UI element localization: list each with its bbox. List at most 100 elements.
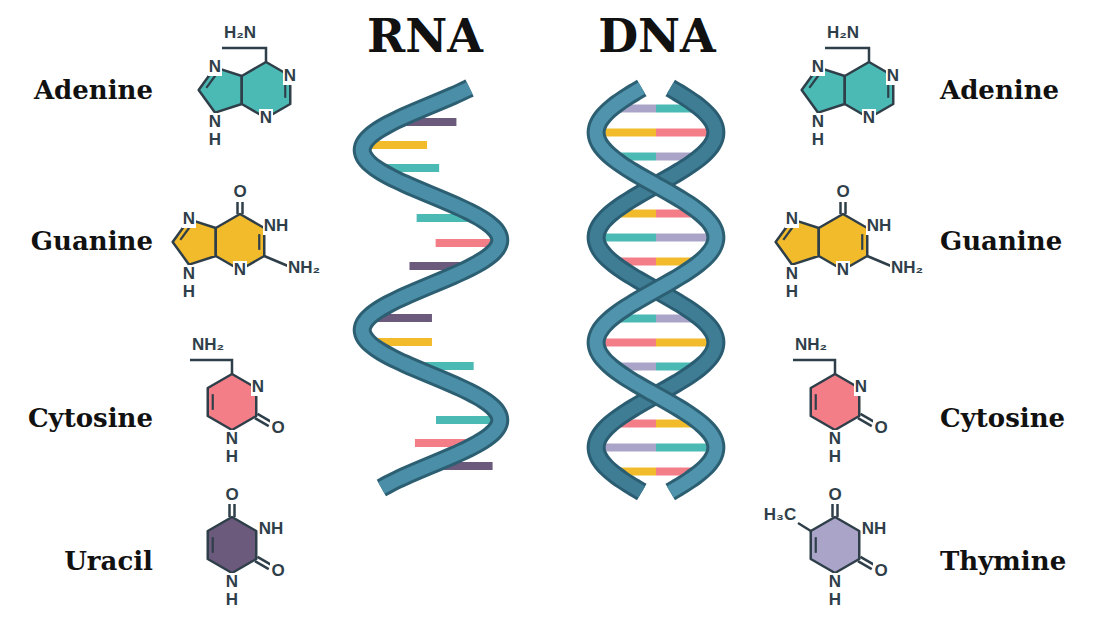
atom-label: N — [233, 261, 247, 280]
helix-title: DNA — [598, 11, 716, 62]
bond-line — [839, 202, 842, 214]
ring-six — [811, 517, 859, 573]
bond-line — [798, 523, 811, 531]
bond-line — [180, 227, 189, 240]
atom-label: O — [270, 562, 285, 581]
atom-label: NH — [826, 573, 845, 609]
bond-line — [228, 504, 231, 517]
base-molecule — [798, 504, 874, 573]
ring-six — [208, 517, 256, 573]
dna-strand — [596, 88, 716, 492]
dna-strand — [596, 88, 716, 492]
base-molecule — [208, 504, 272, 573]
bond-line — [861, 234, 863, 250]
base-rung — [656, 234, 710, 242]
bond-line — [236, 202, 239, 214]
atom-label: O — [835, 183, 850, 202]
atom-label: NH — [263, 217, 290, 236]
bond-line — [860, 557, 874, 565]
bond-line — [206, 75, 215, 88]
bond-line — [793, 360, 835, 374]
bond-line — [258, 234, 260, 250]
atom-label: NH — [866, 217, 893, 236]
atom-label: N — [836, 261, 850, 280]
bond-line — [844, 202, 847, 214]
base-molecule — [776, 202, 891, 270]
bond-line — [222, 48, 266, 62]
base-molecule — [199, 48, 291, 118]
atom-label: NH₂ — [191, 336, 225, 355]
base-name: Adenine — [940, 76, 1059, 105]
bond-line — [241, 202, 244, 214]
ring-six — [208, 374, 256, 430]
atom-label: NH — [206, 113, 225, 149]
atom-label: NH — [783, 265, 802, 301]
bond-line — [836, 504, 839, 517]
bond-line — [257, 557, 271, 565]
base-rung — [602, 129, 656, 137]
molecule-art — [173, 48, 894, 573]
dna-strand — [596, 88, 716, 492]
base-rung — [602, 234, 656, 242]
atom-label: O — [224, 486, 239, 505]
base-rung — [602, 339, 656, 347]
atom-label: NH — [809, 113, 828, 149]
atom-label: N — [862, 109, 876, 128]
rna-strand — [362, 88, 500, 488]
base-name: Thymine — [940, 547, 1066, 576]
atom-label: NH₂ — [287, 259, 321, 278]
base-name: Guanine — [940, 227, 1062, 256]
atom-label: N — [785, 210, 799, 229]
atom-label: NH — [258, 520, 285, 539]
atom-label: O — [873, 419, 888, 438]
base-name: Guanine — [31, 227, 153, 256]
bond-line — [212, 537, 214, 553]
bond-line — [867, 256, 891, 266]
atom-label: N — [811, 58, 825, 77]
base-molecule — [793, 360, 874, 430]
helix-title: RNA — [367, 11, 483, 62]
atom-label: N — [251, 378, 265, 397]
bond-line — [783, 227, 792, 240]
atom-label: NH — [826, 430, 845, 466]
base-molecule — [802, 48, 894, 118]
base-rung — [656, 129, 710, 137]
atom-label: NH — [180, 265, 199, 301]
atom-label: NH — [861, 520, 888, 539]
atom-label: N — [886, 67, 900, 86]
bond-line — [860, 414, 874, 422]
bond-line — [815, 537, 817, 553]
atom-label: O — [270, 419, 285, 438]
bond-line — [212, 394, 214, 410]
atom-label: N — [854, 378, 868, 397]
atom-label: N — [259, 109, 273, 128]
atom-label: NH — [223, 430, 242, 466]
atom-label: N — [182, 210, 196, 229]
atom-label: N — [208, 58, 222, 77]
bond-line — [809, 75, 818, 88]
atom-label: N — [283, 67, 297, 86]
bond-line — [233, 504, 236, 517]
atom-label: NH₂ — [890, 259, 924, 278]
base-name: Cytosine — [28, 404, 153, 433]
ring-six — [811, 374, 859, 430]
atom-label: O — [873, 562, 888, 581]
bond-line — [264, 256, 288, 266]
base-rung — [602, 444, 656, 452]
atom-label: O — [232, 183, 247, 202]
atom-label: NH₂ — [794, 336, 828, 355]
atom-label: O — [827, 486, 842, 505]
atom-label: H₃C — [763, 506, 797, 525]
base-name: Adenine — [34, 76, 153, 105]
bond-line — [825, 48, 869, 62]
base-rung — [656, 339, 710, 347]
base-name: Uracil — [64, 547, 153, 576]
base-name: Cytosine — [940, 404, 1065, 433]
dna-strand — [596, 88, 716, 492]
base-molecule — [190, 360, 271, 430]
base-molecule — [173, 202, 288, 270]
bond-line — [815, 394, 817, 410]
atom-label: H₂N — [223, 24, 257, 43]
